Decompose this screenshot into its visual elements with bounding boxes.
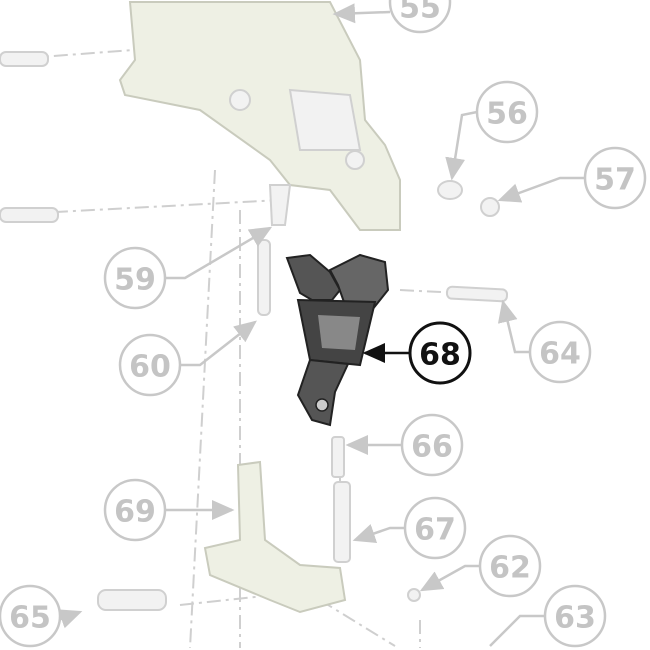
svg-text:57: 57 xyxy=(594,163,636,198)
svg-text:67: 67 xyxy=(414,513,456,548)
callout-65: 65 xyxy=(0,584,62,648)
svg-text:65: 65 xyxy=(9,601,51,636)
callout-62: 62 xyxy=(478,534,542,598)
leader-lines xyxy=(57,3,585,647)
part-56 xyxy=(437,180,463,200)
svg-text:56: 56 xyxy=(486,97,528,132)
pin-59 xyxy=(0,207,59,223)
callout-57: 57 xyxy=(583,146,647,210)
part-62 xyxy=(407,588,421,602)
callout-55: 55 xyxy=(388,0,452,34)
pin-top-left xyxy=(0,51,49,67)
receiver-part xyxy=(118,0,401,231)
svg-text:62: 62 xyxy=(489,551,531,586)
pin-65 xyxy=(97,589,167,611)
spring-66 xyxy=(331,436,345,478)
callout-63: 63 xyxy=(543,584,607,648)
svg-text:60: 60 xyxy=(129,350,171,385)
callout-67: 67 xyxy=(403,496,467,560)
svg-text:63: 63 xyxy=(554,601,596,636)
svg-text:66: 66 xyxy=(411,430,453,465)
callout-68-highlighted: 68 xyxy=(408,321,472,385)
svg-text:59: 59 xyxy=(114,263,156,298)
callout-60: 60 xyxy=(118,333,182,397)
svg-text:68: 68 xyxy=(419,338,461,373)
svg-text:69: 69 xyxy=(114,495,156,530)
plunger-67 xyxy=(333,481,351,563)
callout-56: 56 xyxy=(475,80,539,144)
pin-60 xyxy=(257,239,271,316)
part-57 xyxy=(480,197,500,217)
svg-text:55: 55 xyxy=(399,0,441,26)
callout-66: 66 xyxy=(400,413,464,477)
callout-59: 59 xyxy=(103,246,167,310)
part-69 xyxy=(203,460,347,614)
callout-64: 64 xyxy=(528,320,592,384)
svg-text:64: 64 xyxy=(539,337,581,372)
pin-64 xyxy=(445,285,509,303)
part-68-trigger xyxy=(285,253,390,427)
callout-69: 69 xyxy=(103,478,167,542)
